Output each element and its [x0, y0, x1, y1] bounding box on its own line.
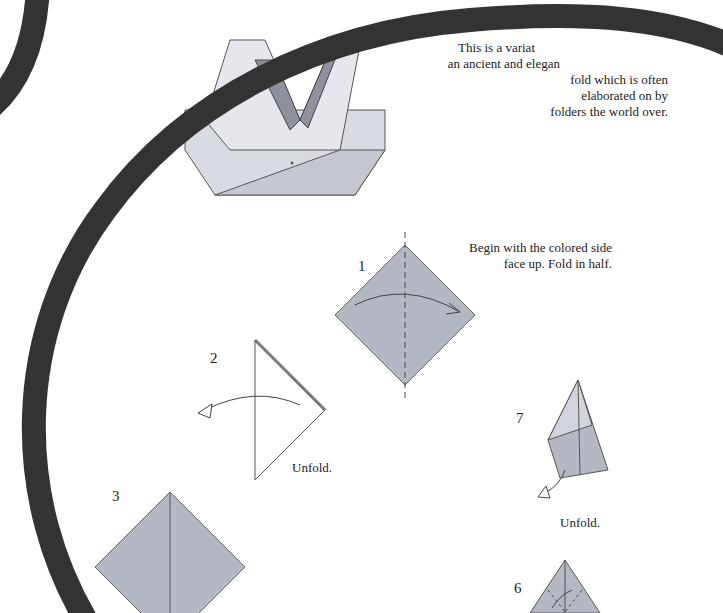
- instruction-text: Unfold.: [292, 460, 332, 476]
- step-number: 3: [112, 488, 120, 504]
- step-number: 6: [514, 580, 522, 596]
- intro-text: fold which is often: [570, 72, 668, 88]
- step-1-square: [335, 232, 475, 398]
- frame-ring-small: [0, 0, 38, 112]
- step-3-square: [95, 492, 245, 613]
- intro-text: folders the world over.: [550, 104, 668, 120]
- step-number: 7: [516, 410, 524, 426]
- step-number: 1: [358, 258, 366, 274]
- frame-ring: [34, 16, 723, 613]
- intro-text: an ancient and elegan: [448, 56, 560, 72]
- intro-text: This is a variat: [458, 40, 535, 56]
- intro-text: elaborated on by: [581, 88, 668, 104]
- step-2-triangle: [198, 340, 325, 480]
- instruction-text: Unfold.: [560, 515, 600, 531]
- step-7-kite: [538, 380, 608, 498]
- instruction-text: Begin with the colored side face up. Fol…: [462, 240, 612, 272]
- step-number: 2: [210, 350, 218, 366]
- step-6-kite: [530, 560, 600, 613]
